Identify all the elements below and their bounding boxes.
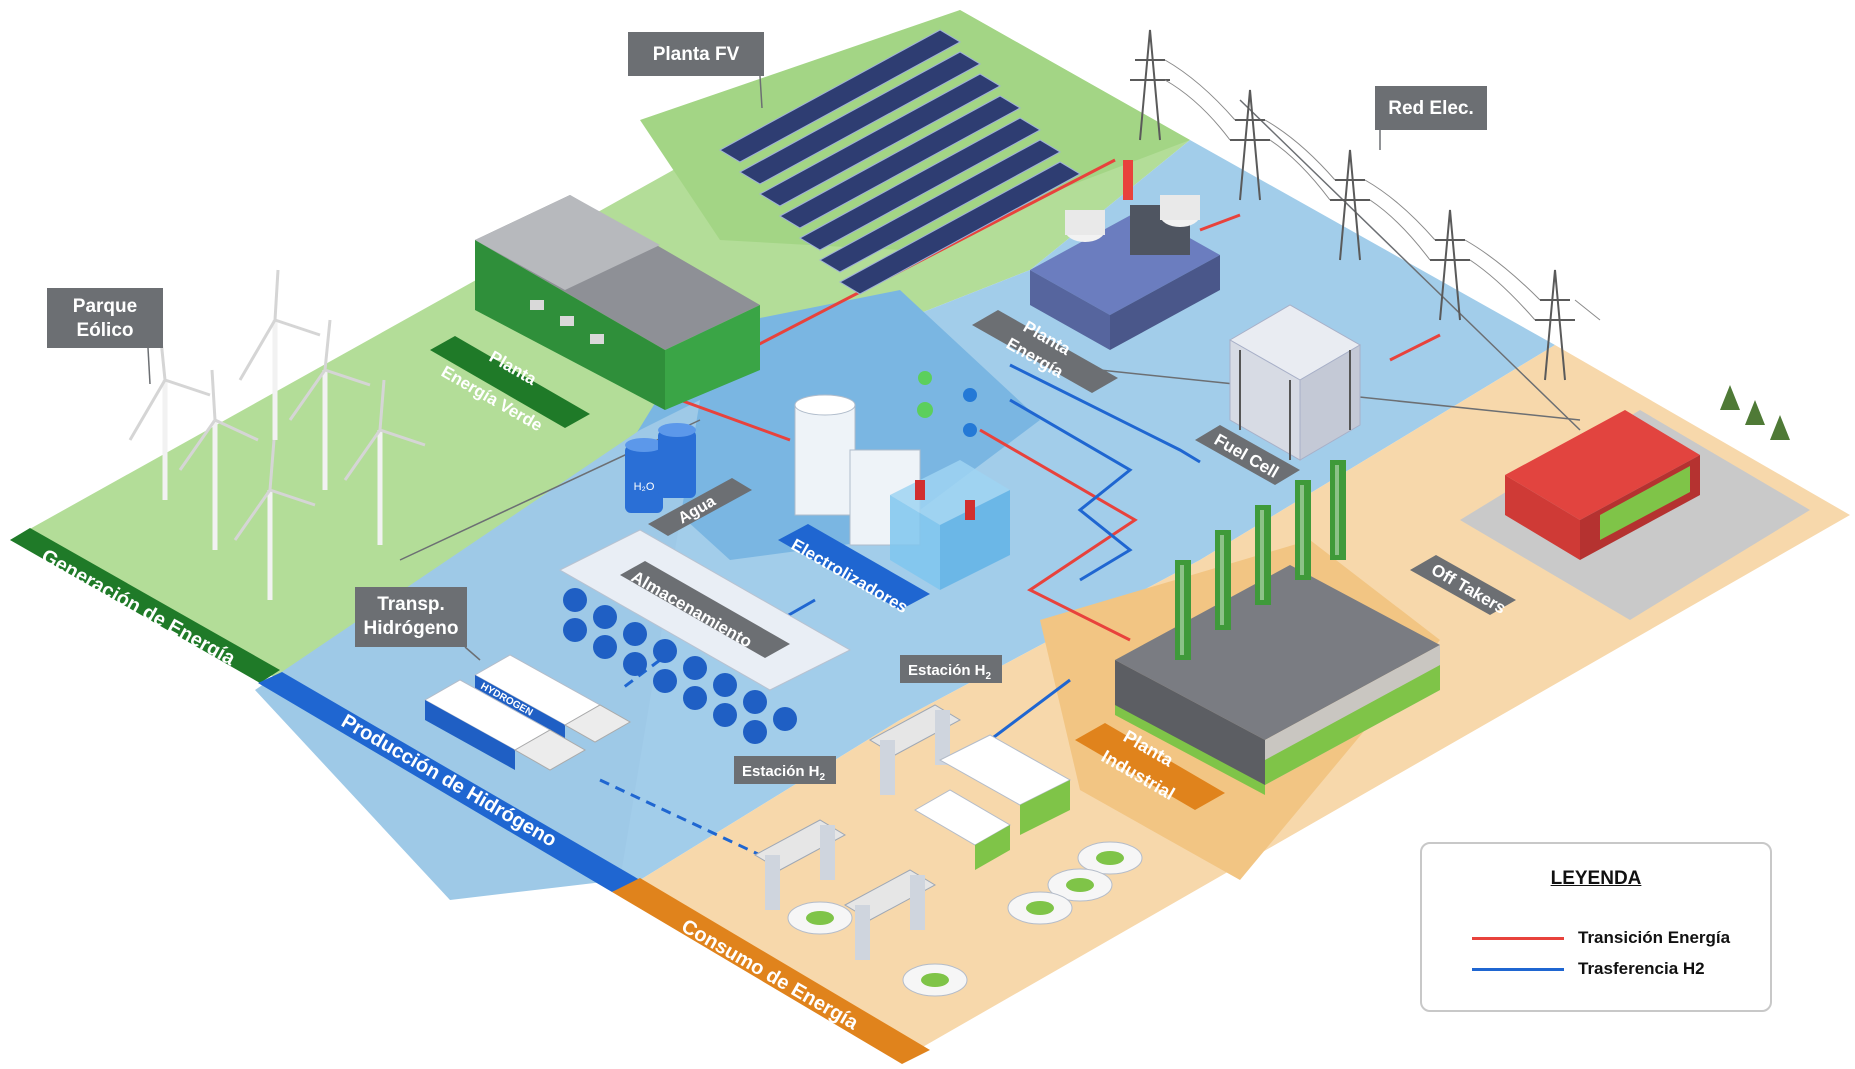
power-grid-towers: [1130, 29, 1601, 381]
grey-line: [1239, 99, 1581, 431]
wind-turbines: [128, 269, 426, 600]
label-parque-eolico: Parque Eólico: [47, 288, 163, 385]
power-plant: [1030, 160, 1220, 350]
label-transp-hidrogeno: Transp. Hidrógeno: [355, 587, 481, 661]
legend-title: LEYENDA: [1550, 868, 1642, 889]
svg-text:Estación H2: Estación H2: [908, 662, 992, 682]
legend-label: Transición Energía: [1578, 928, 1731, 947]
green-energy-plant: [475, 195, 760, 410]
legend-label: Trasferencia H2: [1578, 959, 1705, 978]
h2-line: [1009, 398, 1133, 582]
zone-production-left: [255, 400, 700, 900]
h2-line: [989, 678, 1071, 742]
banner-generation: [10, 528, 280, 683]
transition-line: [679, 398, 791, 442]
legend: LEYENDA Transición Energía Trasferencia …: [1420, 842, 1772, 1012]
transition-line: [1389, 333, 1441, 362]
vehicles: [787, 734, 1143, 997]
svg-text:Hidrógeno: Hidrógeno: [364, 618, 459, 639]
legend-swatch: [1472, 967, 1564, 971]
svg-text:Transp.: Transp.: [377, 594, 445, 615]
solar-panel-field: [718, 29, 1082, 295]
label-estacion-h2-b: Estación H2: [734, 756, 836, 784]
legend-swatch: [1472, 936, 1564, 940]
h2-line: [619, 658, 661, 692]
h2-line: [1009, 363, 1201, 464]
banner-consumption: [612, 878, 930, 1064]
fuel-cell-racks: [1229, 304, 1361, 461]
h2-line: [599, 778, 761, 857]
transition-line: [979, 428, 1138, 642]
banner-production: [258, 672, 640, 892]
svg-text:Eólico: Eólico: [76, 320, 133, 341]
off-takers-facility: [1460, 385, 1810, 620]
label-estacion-h2-a: Estación H2: [900, 655, 1002, 683]
h2o-tag: H₂O: [634, 481, 655, 493]
svg-text:Red Elec.: Red Elec.: [1388, 98, 1474, 119]
legend-item-transition: Transición Energía: [1472, 927, 1730, 949]
hydrogen-trucks: HYDROGEN: [423, 654, 632, 771]
label-planta-fv: Planta FV: [628, 32, 764, 109]
svg-text:Parque: Parque: [73, 296, 137, 317]
industrial-plant: [1115, 460, 1440, 795]
hydrogen-stations: [753, 704, 962, 960]
svg-text:Planta FV: Planta FV: [653, 44, 740, 65]
label-planta-industrial: Planta Industrial: [1075, 723, 1225, 810]
transition-line: [1199, 213, 1241, 232]
electrolyzers: [794, 371, 1010, 590]
svg-text:Estación H2: Estación H2: [742, 763, 826, 783]
legend-item-h2: Trasferencia H2: [1472, 958, 1705, 980]
label-red-elec: Red Elec.: [1375, 86, 1487, 150]
water-tanks: H₂O: [625, 423, 696, 513]
